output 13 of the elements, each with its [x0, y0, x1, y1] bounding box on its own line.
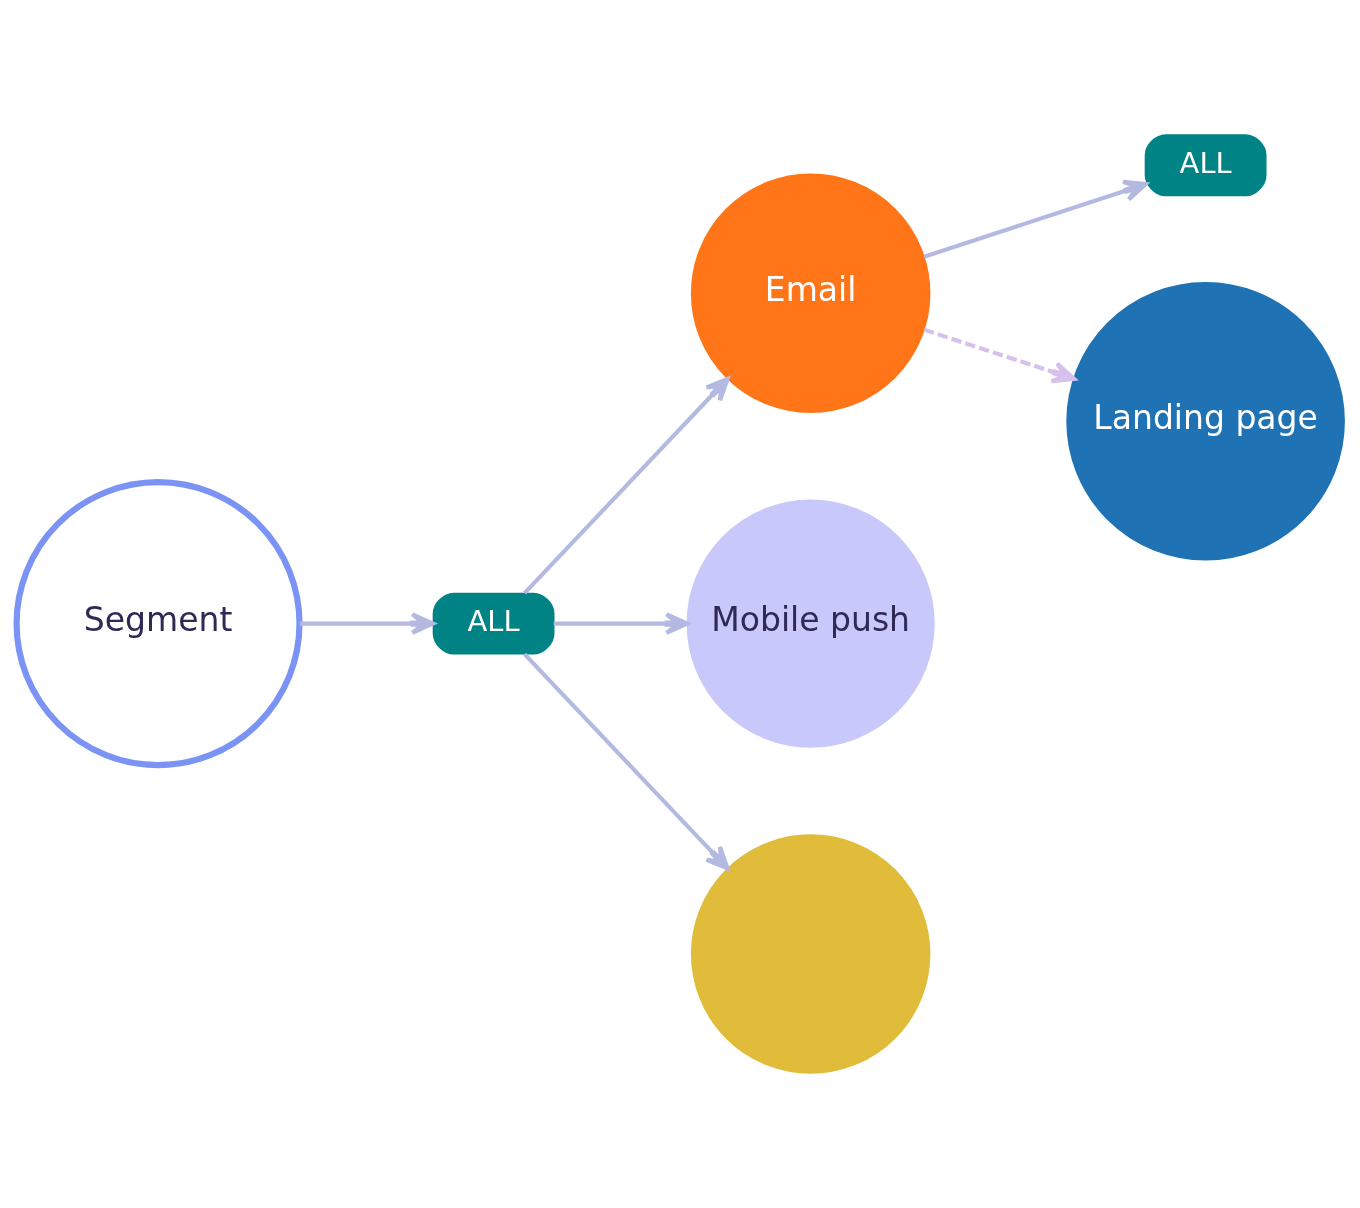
node-circle: Segment [13, 479, 303, 769]
arrow [923, 179, 1148, 259]
node-circle: Email [690, 173, 931, 413]
node-circle: Landing page [1066, 281, 1345, 561]
arrow [553, 612, 690, 635]
arrow [299, 612, 436, 635]
node-circle: Mobile push [686, 499, 935, 748]
arrow [923, 327, 1077, 384]
node-box: ALL [1144, 134, 1267, 197]
arrow [523, 652, 730, 871]
node-box: ALL [432, 592, 555, 655]
node-circle [690, 834, 931, 1074]
arrow [523, 376, 730, 595]
